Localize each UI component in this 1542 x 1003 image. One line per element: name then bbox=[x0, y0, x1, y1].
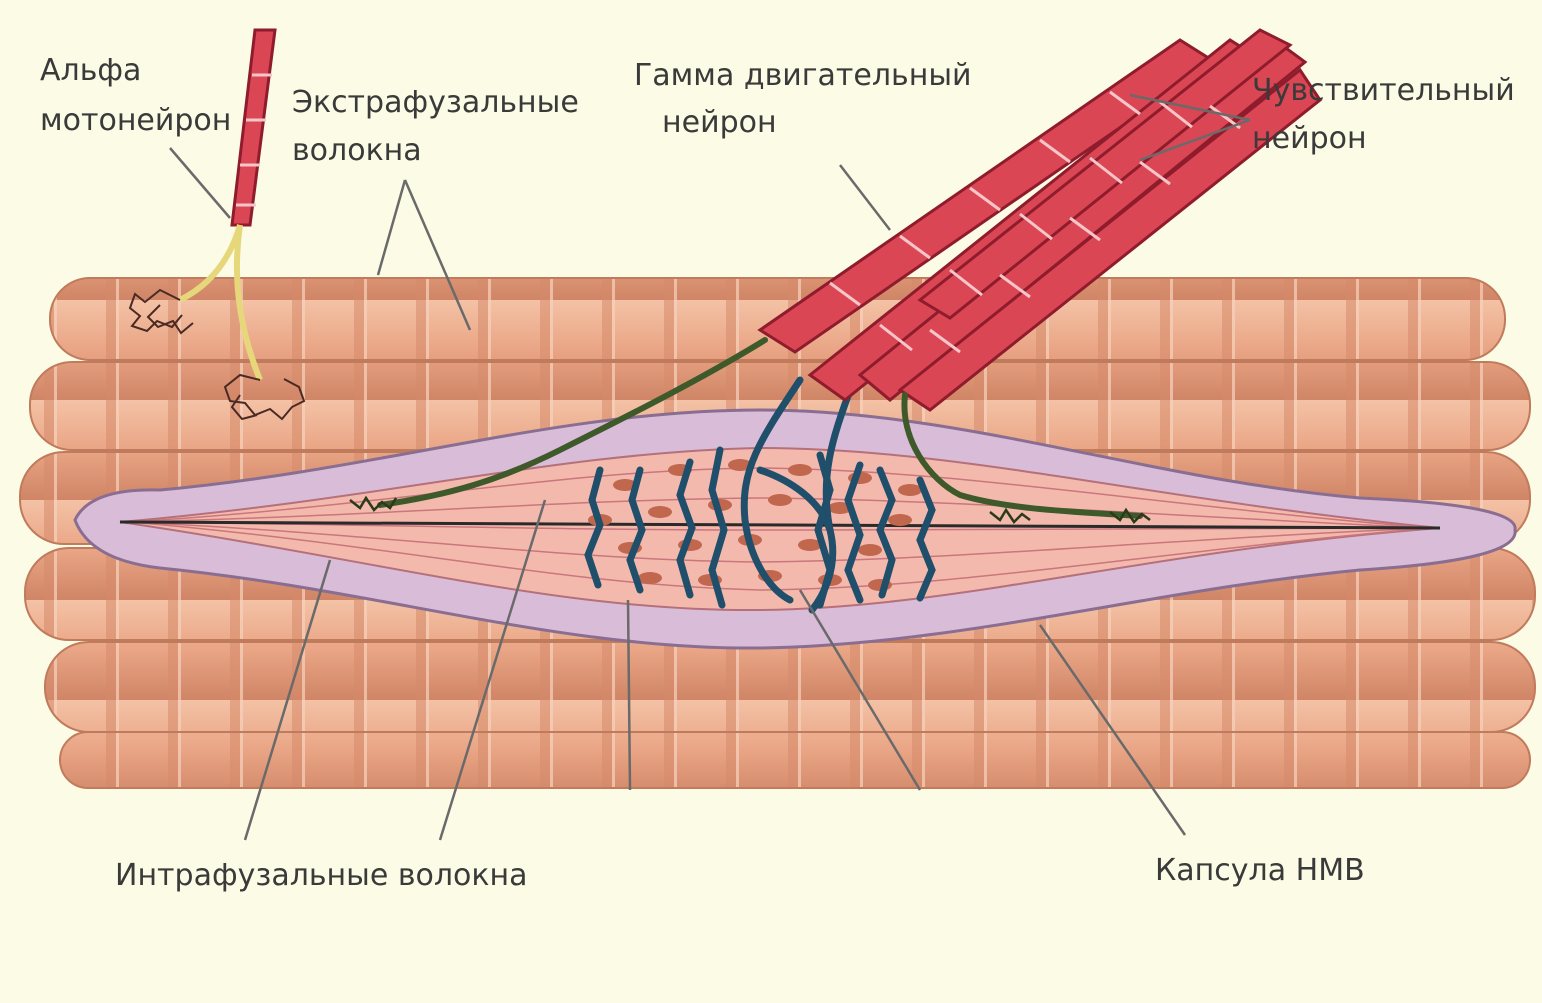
label-capsule: Капсула НМВ bbox=[1155, 853, 1365, 888]
extrafusal-fiber-6 bbox=[60, 732, 1530, 788]
label-sensory-line1: Чувствительный bbox=[1252, 73, 1515, 108]
label-extrafusal-line1: Экстрафузальные bbox=[292, 85, 579, 120]
leader-alpha bbox=[170, 148, 230, 218]
extrafusal-fiber-5 bbox=[45, 642, 1535, 732]
leader-extrafusal-1 bbox=[378, 180, 405, 275]
label-gamma-line1: Гамма двигательный bbox=[634, 58, 972, 93]
label-sensory-line2: нейрон bbox=[1252, 121, 1367, 156]
label-intrafusal: Интрафузальные волокна bbox=[115, 858, 528, 893]
label-alpha-line1: Альфа bbox=[40, 53, 141, 88]
label-extrafusal-line2: волокна bbox=[292, 133, 422, 168]
label-alpha-line2: мотонейрон bbox=[40, 103, 231, 138]
leader-gamma bbox=[840, 165, 890, 230]
label-gamma-line2: нейрон bbox=[662, 105, 777, 140]
